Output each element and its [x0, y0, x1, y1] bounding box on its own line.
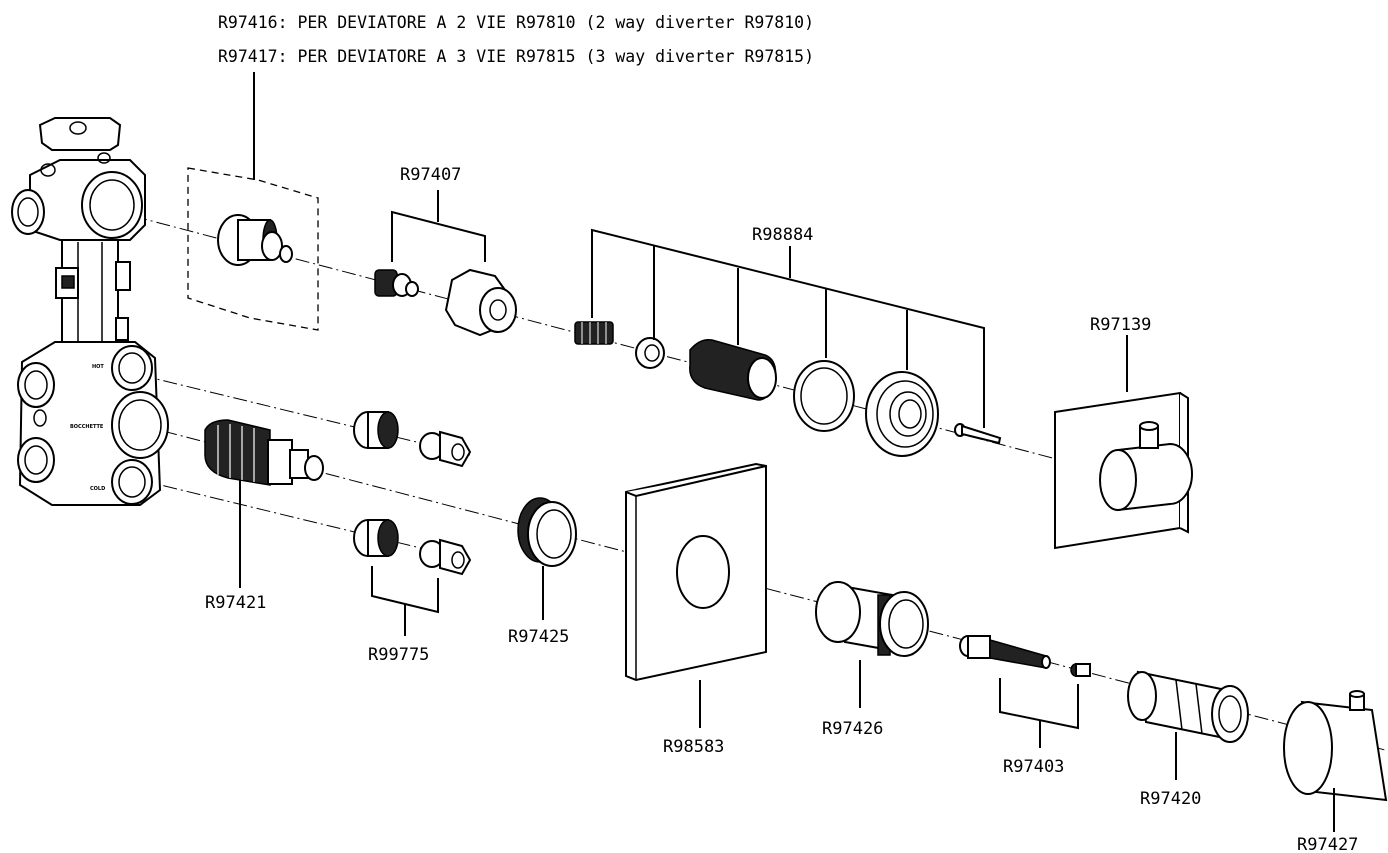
label-r97427: R97427 [1297, 835, 1358, 853]
label-r97425: R97425 [508, 627, 569, 647]
part-r97139: R97139 [1054, 315, 1193, 550]
label-r98884: R98884 [752, 225, 813, 245]
body-mark-hot: HOT [92, 364, 104, 370]
body-mark-cold: COLD [90, 486, 105, 492]
part-r97421: R97421 [204, 419, 324, 613]
diverter-cartridge [187, 72, 319, 331]
spring [574, 321, 614, 345]
header-line-1: R97416: PER DEVIATORE A 2 VIE R97810 (2 … [218, 13, 814, 32]
label-r98583: R98583 [663, 737, 724, 757]
label-r97407: R97407 [400, 165, 461, 185]
label-r97420: R97420 [1140, 789, 1201, 809]
label-r97403: R97403 [1003, 757, 1064, 777]
body-mark-outlet: BOCCHETTE [70, 424, 104, 430]
label-r99775: R99775 [368, 645, 429, 665]
valve-body: HOT BOCCHETTE COLD [11, 117, 169, 506]
part-r99775: R99775 [353, 411, 472, 665]
part-r98884: R98884 [574, 225, 1002, 457]
part-r97403: R97403 [959, 635, 1091, 777]
part-r97425: R97425 [508, 497, 577, 647]
label-r97426: R97426 [822, 719, 883, 739]
label-r97139: R97139 [1090, 315, 1151, 335]
label-r97421: R97421 [205, 593, 266, 613]
part-r97426: R97426 [815, 581, 929, 739]
part-r97407: R97407 [374, 165, 517, 337]
part-r97427: R97427 [1283, 690, 1388, 853]
header-line-2: R97417: PER DEVIATORE A 3 VIE R97815 (3 … [218, 47, 814, 66]
part-r97420: R97420 [1127, 670, 1249, 809]
part-r98583: R98583 [625, 462, 767, 757]
